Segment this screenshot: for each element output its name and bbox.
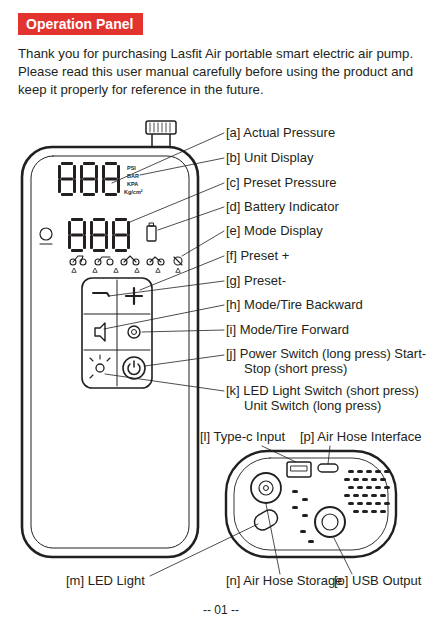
callout-label: [b] Unit Display [226, 151, 436, 166]
unit-label: BAR [127, 173, 139, 179]
unit-label: PSI [127, 165, 136, 171]
callout-label: [h] Mode/Tire Backward [226, 298, 436, 313]
section-title: Operation Panel [18, 13, 143, 35]
callout-label: [g] Preset- [226, 274, 436, 289]
callout-label: [e] Mode Display [226, 224, 436, 239]
unit-label: Kg/cm² [124, 189, 143, 195]
unit-label: KPA [127, 181, 138, 187]
callout-label: [d] Battery Indicator [226, 200, 436, 215]
callout-label: [f] Preset + [226, 249, 436, 264]
callout-label: [j] Power Switch (long press) Start-Stop… [226, 347, 438, 376]
page-number: -- 01 -- [171, 604, 271, 617]
callout-label: [m] LED Light [66, 574, 176, 589]
callout-label: [k] LED Light Switch (short press) Unit … [226, 384, 438, 413]
callout-label: [i] Mode/Tire Forward [226, 323, 436, 338]
callout-label: [p] Air Hose Interface [300, 430, 438, 445]
callout-label: [c] Preset Pressure [226, 176, 436, 191]
callout-label: [o] USB Output [334, 574, 438, 589]
callout-label: [a] Actual Pressure [226, 126, 436, 141]
intro-text: Thank you for purchasing Lasfit Air port… [18, 45, 430, 100]
